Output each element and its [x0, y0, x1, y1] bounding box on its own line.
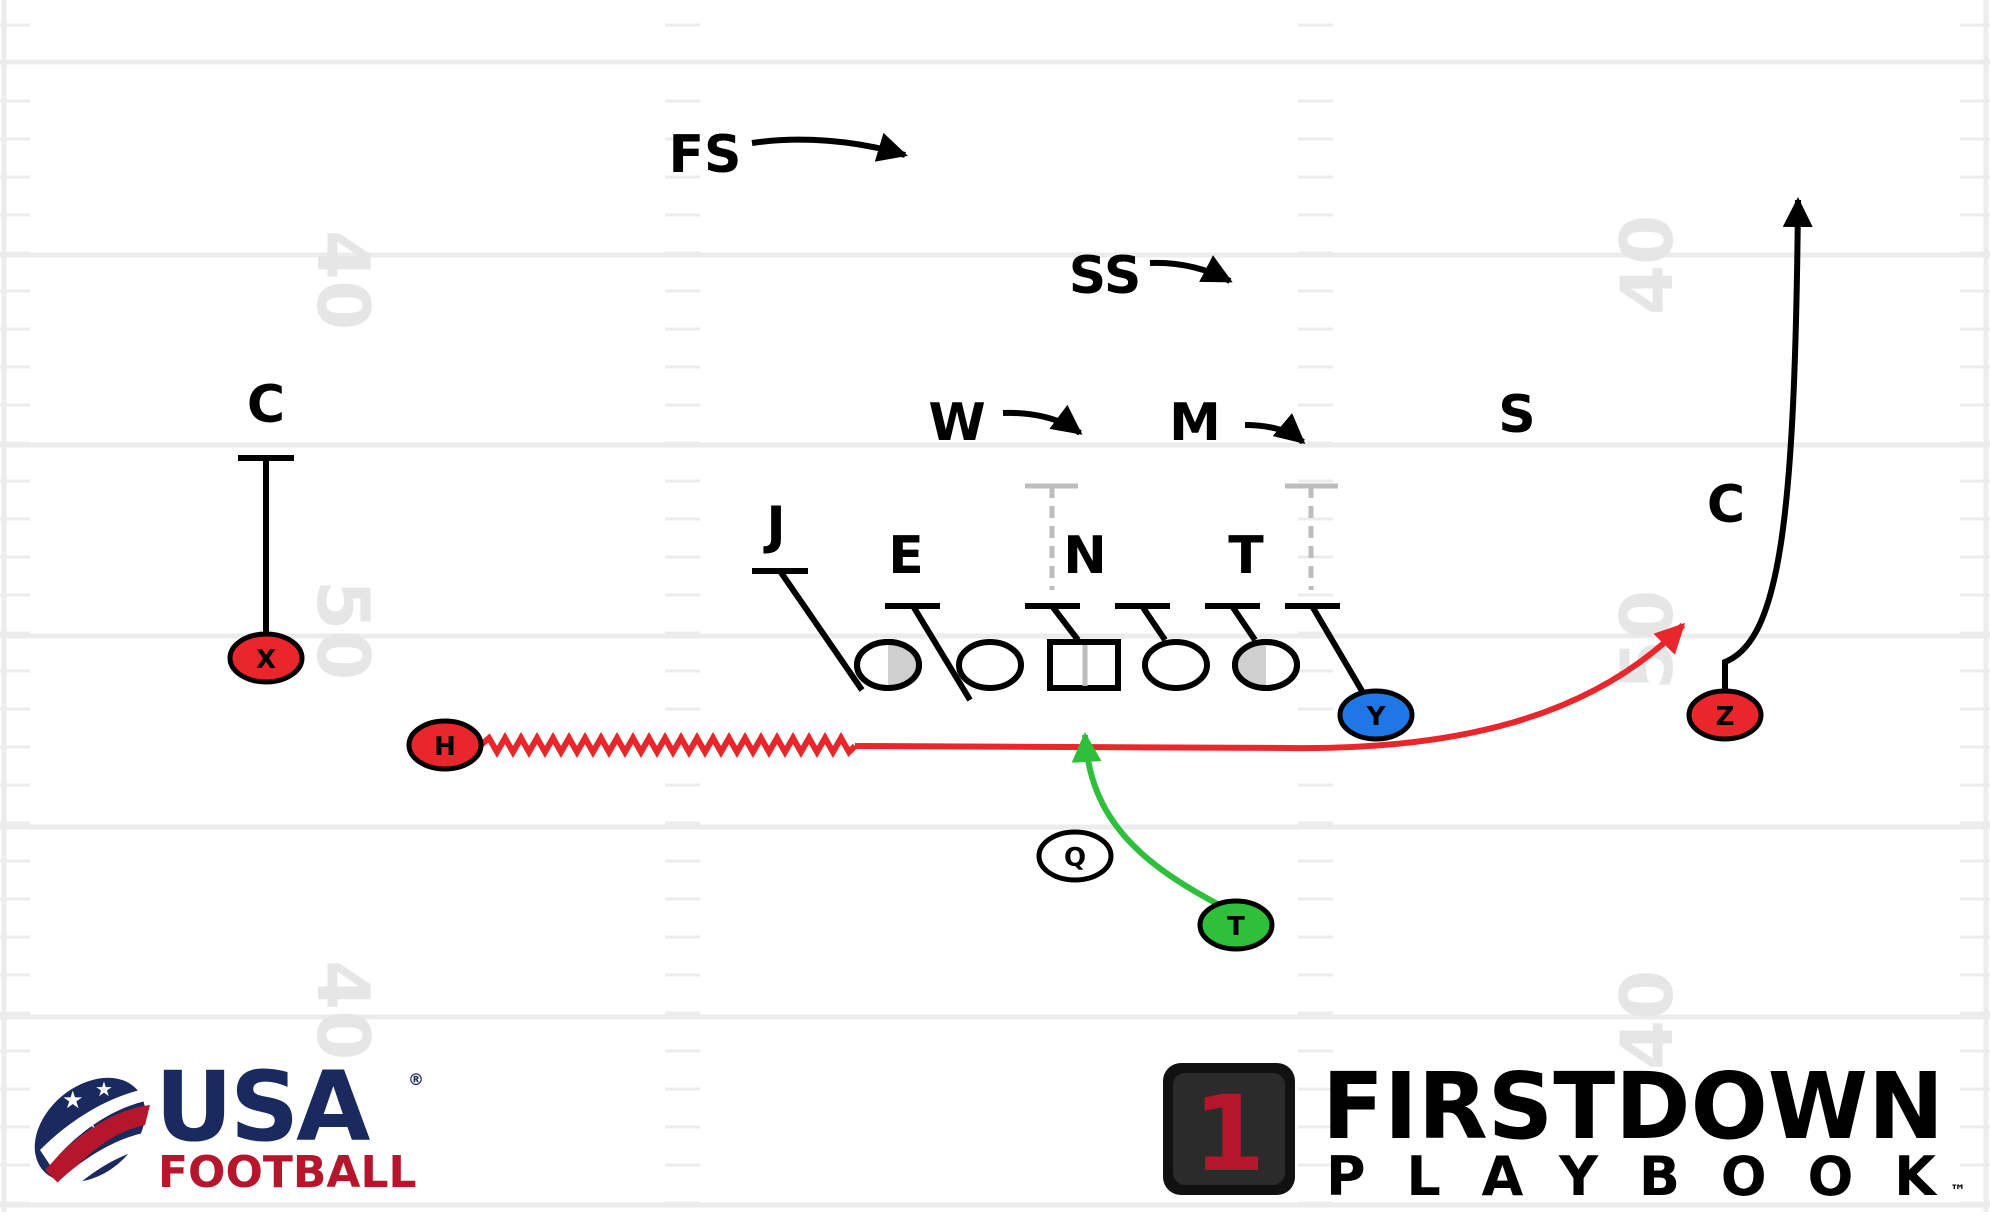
c-left-technique	[238, 455, 294, 652]
firstdown-playbook-logo: 1 FIRSTDOWN PLAYBOOK ™	[1163, 1053, 1966, 1208]
defender-fs: FS	[669, 125, 742, 185]
olineman-rg	[1142, 639, 1210, 691]
t-route	[1071, 732, 1235, 915]
svg-text:Y: Y	[1366, 702, 1387, 732]
w-arrow	[1002, 404, 1083, 436]
defender-j: J	[763, 496, 785, 556]
hash-marks	[0, 23, 1990, 1205]
svg-text:★: ★	[95, 1077, 113, 1101]
h-motion-route	[479, 622, 1686, 759]
yard-number-mid-left: 50	[301, 580, 385, 680]
football-wordmark: FOOTBALL	[158, 1147, 417, 1198]
defender-c-left: C	[247, 375, 285, 435]
m-arrow	[1244, 413, 1306, 445]
usa-registered-icon: ®	[408, 1070, 424, 1089]
svg-text:1: 1	[1193, 1073, 1265, 1195]
svg-text:★: ★	[62, 1086, 84, 1114]
defender-ss: SS	[1069, 246, 1142, 306]
offense-players: X H Y Z Q T	[227, 631, 1764, 952]
svg-text:★: ★	[82, 1112, 98, 1133]
trademark-icon: ™	[1950, 1181, 1966, 1200]
player-y: Y	[1337, 688, 1415, 742]
svg-text:Z: Z	[1716, 702, 1735, 732]
usa-football-logo: ★ ★ ★ USA ® FOOTBALL	[34, 1051, 424, 1198]
defender-e: E	[888, 526, 924, 586]
defender-m: M	[1169, 393, 1221, 453]
player-t: T	[1197, 898, 1275, 952]
olineman-lg	[956, 639, 1024, 691]
dline-marks	[752, 568, 1368, 702]
offensive-line	[854, 639, 1300, 691]
firstdown-wordmark: FIRSTDOWN	[1322, 1053, 1944, 1160]
fs-arrow	[751, 132, 908, 162]
svg-text:H: H	[434, 732, 456, 762]
badge-1-icon: 1	[1163, 1063, 1295, 1195]
player-z: Z	[1686, 688, 1764, 742]
yard-numbers: 40 50 40 40 50 40	[301, 215, 1689, 1070]
z-route	[1722, 197, 1813, 693]
usa-wordmark: USA	[155, 1051, 370, 1163]
defender-s: S	[1498, 385, 1535, 445]
yard-number-bottom-left: 40	[301, 960, 385, 1060]
yard-number-top-left: 40	[301, 230, 385, 330]
player-h: H	[406, 718, 484, 772]
player-q: Q	[1036, 829, 1114, 883]
svg-text:T: T	[1227, 912, 1245, 942]
yard-number-bottom-right: 40	[1605, 970, 1689, 1070]
defender-n: N	[1063, 526, 1107, 586]
svg-text:Q: Q	[1064, 843, 1086, 873]
ss-arrow	[1149, 255, 1233, 284]
defender-w: W	[928, 393, 985, 453]
defender-t: T	[1228, 526, 1264, 586]
yard-number-top-right: 40	[1605, 215, 1689, 315]
defender-c-right: C	[1707, 475, 1745, 535]
svg-text:X: X	[256, 645, 276, 675]
football-icon: ★ ★ ★	[34, 1077, 150, 1192]
defense-labels: FS SS W M S C C J E N T	[247, 125, 1745, 586]
player-x: X	[227, 631, 305, 685]
defense-arrows	[751, 132, 1306, 445]
